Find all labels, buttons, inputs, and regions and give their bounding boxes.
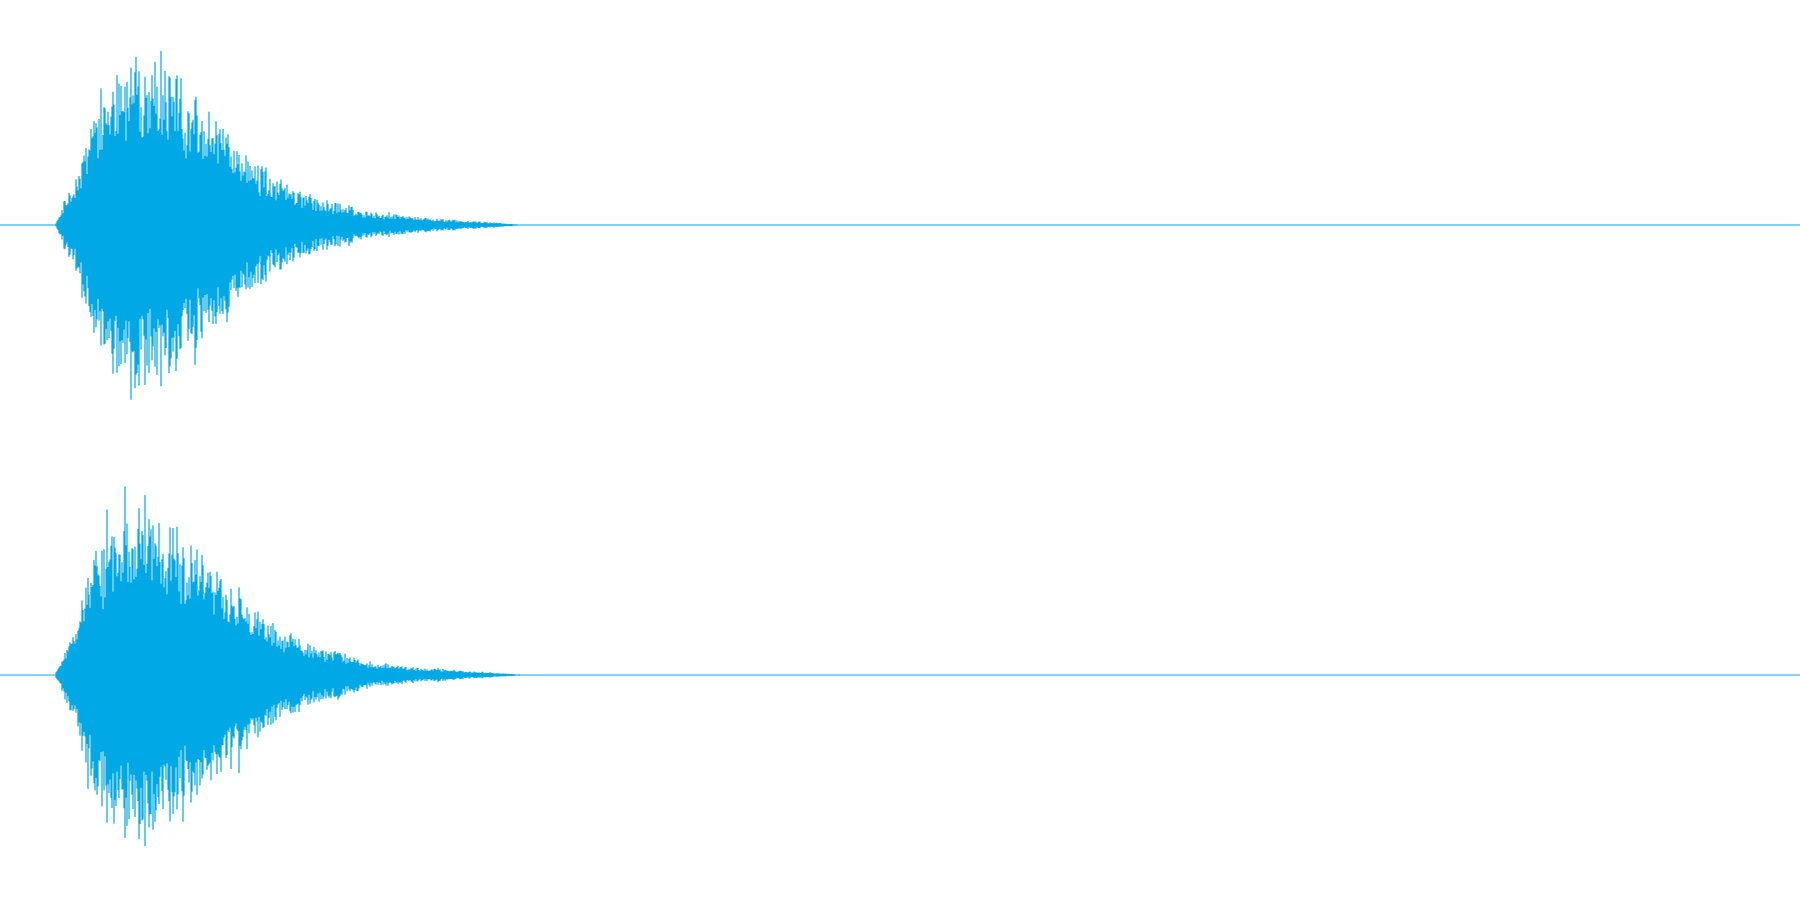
waveform-trace [55,486,520,847]
channel-1-waveform [0,50,1800,400]
channel-2-waveform [0,486,1800,847]
waveform-trace [55,50,518,400]
